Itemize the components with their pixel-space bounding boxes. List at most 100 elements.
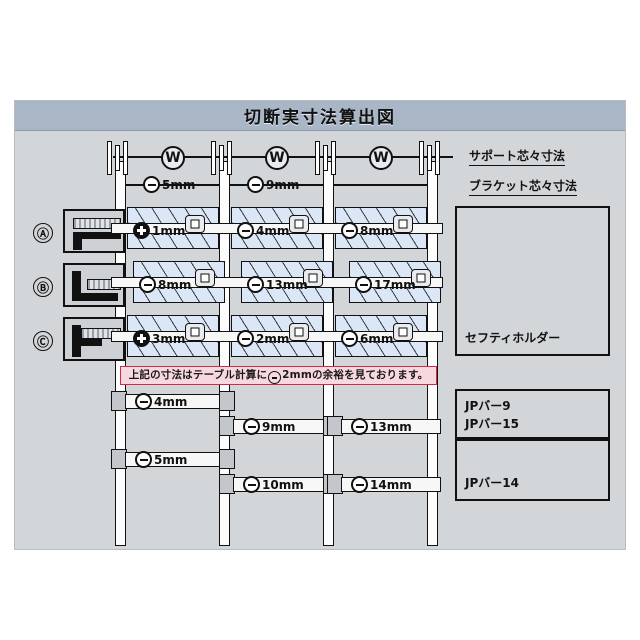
row-a-dimension-3: 8mm (341, 222, 393, 239)
page-title: 切断実寸法算出図 (244, 108, 396, 128)
minus-badge-icon (143, 176, 160, 193)
minus-badge-icon (135, 451, 152, 468)
dimension-value: 4mm (154, 394, 188, 409)
connector-w-2: W (265, 146, 289, 170)
plus-badge-icon (133, 222, 150, 239)
bracket-node-a1 (185, 215, 205, 233)
dimension-value: 10mm (262, 477, 304, 492)
note-prefix: 上記の寸法はテーブル計算に (128, 368, 268, 381)
vertical-post-4 (427, 161, 438, 546)
row-c-dimension-2: 2mm (237, 330, 289, 347)
bracket-node-a2 (289, 215, 309, 233)
dimension-value: 2mm (256, 331, 290, 346)
bracket-node-c1 (185, 323, 205, 341)
minus-badge-icon (139, 276, 156, 293)
bar-dimension-1c: 13mm (351, 418, 412, 435)
minus-badge-icon (351, 418, 368, 435)
bar-dimension-2c: 14mm (351, 476, 412, 493)
bracket-node-c3 (393, 323, 413, 341)
bracket-bar (72, 293, 118, 301)
bracket-node-b3 (411, 269, 431, 287)
panel-jp-bar-9-15: JPバー9 JPバー15 (455, 389, 610, 439)
dimension-value: 4mm (256, 223, 290, 238)
panel-jp-bar-14: JPバー14 (455, 439, 610, 501)
plus-badge-icon (133, 330, 150, 347)
bracket-bar (72, 339, 102, 346)
row-c-dimension-1: 3mm (133, 330, 185, 347)
row-letter-b: Ⓑ (33, 277, 53, 297)
bracket-bar (73, 232, 121, 239)
minus-badge-icon (341, 330, 358, 347)
top-dimension-1: 5mm (143, 176, 195, 193)
note-suffix: の余裕を見ております。 (311, 368, 429, 381)
dimension-value: 3mm (152, 331, 186, 346)
support-head-4 (419, 141, 445, 175)
dimension-value: 6mm (360, 331, 394, 346)
dimension-value: 9mm (262, 419, 296, 434)
panel-label: セフティホルダー (465, 331, 561, 345)
dimension-value: 8mm (158, 277, 192, 292)
minus-badge-icon (351, 476, 368, 493)
minus-badge-icon (355, 276, 372, 293)
dimension-value: 1mm (152, 223, 186, 238)
dimension-value: 9mm (266, 177, 300, 192)
row-b-dimension-1: 8mm (139, 276, 191, 293)
minus-badge-icon (243, 476, 260, 493)
bar-dimension-1b: 9mm (243, 418, 295, 435)
bracket-thumb-c (63, 317, 125, 361)
bar-dimension-2b: 10mm (243, 476, 304, 493)
figure-title-bar: 切断実寸法算出図 (15, 101, 625, 131)
minus-badge-icon (237, 222, 254, 239)
dimension-value: 5mm (162, 177, 196, 192)
minus-badge-icon (268, 371, 282, 385)
connector-w-3: W (369, 146, 393, 170)
bracket-node-b1 (195, 269, 215, 287)
row-letter-a: Ⓐ (33, 223, 53, 243)
panel-safety-holder: セフティホルダー (455, 206, 610, 356)
bracket-node-a3 (393, 215, 413, 233)
row-b-dimension-3: 17mm (355, 276, 416, 293)
panel-label: JPバー14 (465, 476, 519, 490)
dimension-value: 8mm (360, 223, 394, 238)
dimension-value: 13mm (266, 277, 308, 292)
connector-label: W (269, 150, 285, 166)
callout-support-spacing: サポート芯々寸法 (469, 147, 566, 166)
bracket-node-b2 (303, 269, 323, 287)
support-head-1 (107, 141, 133, 175)
minus-badge-icon (247, 176, 264, 193)
connector-label: W (165, 150, 181, 166)
note-amount: 2mm (282, 368, 312, 381)
bar-clamp-2b (219, 449, 235, 469)
bar-dimension-2a: 5mm (135, 451, 187, 468)
connector-w-1: W (161, 146, 185, 170)
note-text: 上記の寸法はテーブル計算に 2mmの余裕を見ております。 (129, 367, 429, 385)
vertical-post-3 (323, 161, 334, 546)
minus-badge-icon (243, 418, 260, 435)
row-b-dimension-2: 13mm (247, 276, 308, 293)
row-letter-c: Ⓒ (33, 331, 53, 351)
dimension-value: 14mm (370, 477, 412, 492)
row-a-dimension-2: 4mm (237, 222, 289, 239)
minus-badge-icon (247, 276, 264, 293)
dimension-value: 13mm (370, 419, 412, 434)
note-banner: 上記の寸法はテーブル計算に 2mmの余裕を見ております。 (120, 366, 437, 385)
support-head-3 (315, 141, 341, 175)
row-c-rail (111, 331, 443, 342)
top-dim-line-2 (230, 184, 323, 186)
minus-badge-icon (341, 222, 358, 239)
bar-clamp-1b (219, 391, 235, 411)
bracket-node-c2 (289, 323, 309, 341)
top-dim-line-3 (334, 184, 427, 186)
minus-badge-icon (135, 393, 152, 410)
callout-bracket-spacing: ブラケット芯々寸法 (469, 177, 578, 196)
bar-dimension-1a: 4mm (135, 393, 187, 410)
connector-label: W (373, 150, 389, 166)
dimension-value: 5mm (154, 452, 188, 467)
row-a-rail (111, 223, 443, 234)
row-b-rail (111, 277, 443, 288)
panel-label: JPバー9 (465, 399, 511, 413)
panel-label-secondary: JPバー15 (465, 417, 519, 431)
row-c-dimension-3: 6mm (341, 330, 393, 347)
support-head-2 (211, 141, 237, 175)
